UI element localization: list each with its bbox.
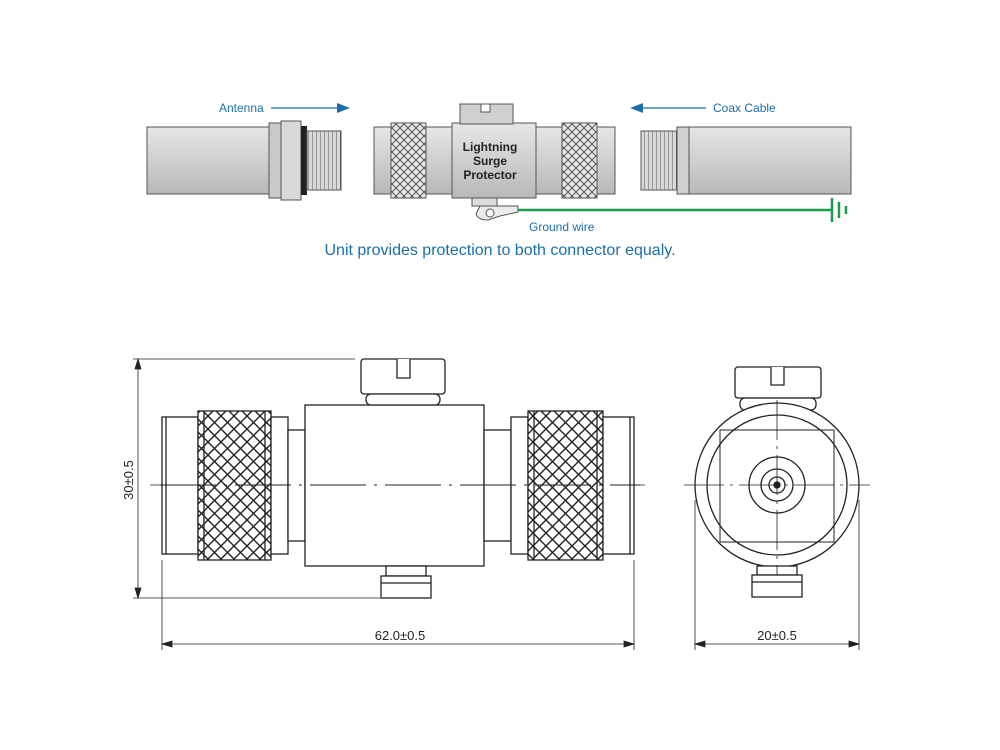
end-view-drawing [684, 366, 870, 598]
top-assembly: Antenna Lightning Surge Protector [146, 101, 852, 259]
protector-label-line1: Lightning [463, 140, 518, 154]
surge-protector [373, 103, 616, 221]
coax-label: Coax Cable [713, 101, 776, 115]
protector-label-line3: Protector [463, 168, 517, 182]
width-dimension: 20±0.5 [757, 628, 797, 643]
arrow-right-icon [271, 103, 350, 113]
coax-connector [640, 126, 852, 195]
antenna-connector [146, 120, 342, 201]
caption: Unit provides protection to both connect… [324, 242, 675, 259]
dimension-lines-side [133, 357, 636, 650]
antenna-label: Antenna [219, 101, 264, 115]
height-dimension: 30±0.5 [121, 460, 136, 500]
ground-symbol-icon [830, 198, 848, 222]
side-view-drawing [150, 358, 645, 599]
protector-label-line2: Surge [473, 154, 507, 168]
length-dimension: 62.0±0.5 [375, 628, 426, 643]
arrow-left-icon [630, 103, 706, 113]
dimension-lines-end [693, 500, 861, 650]
ground-wire-label: Ground wire [529, 220, 595, 234]
